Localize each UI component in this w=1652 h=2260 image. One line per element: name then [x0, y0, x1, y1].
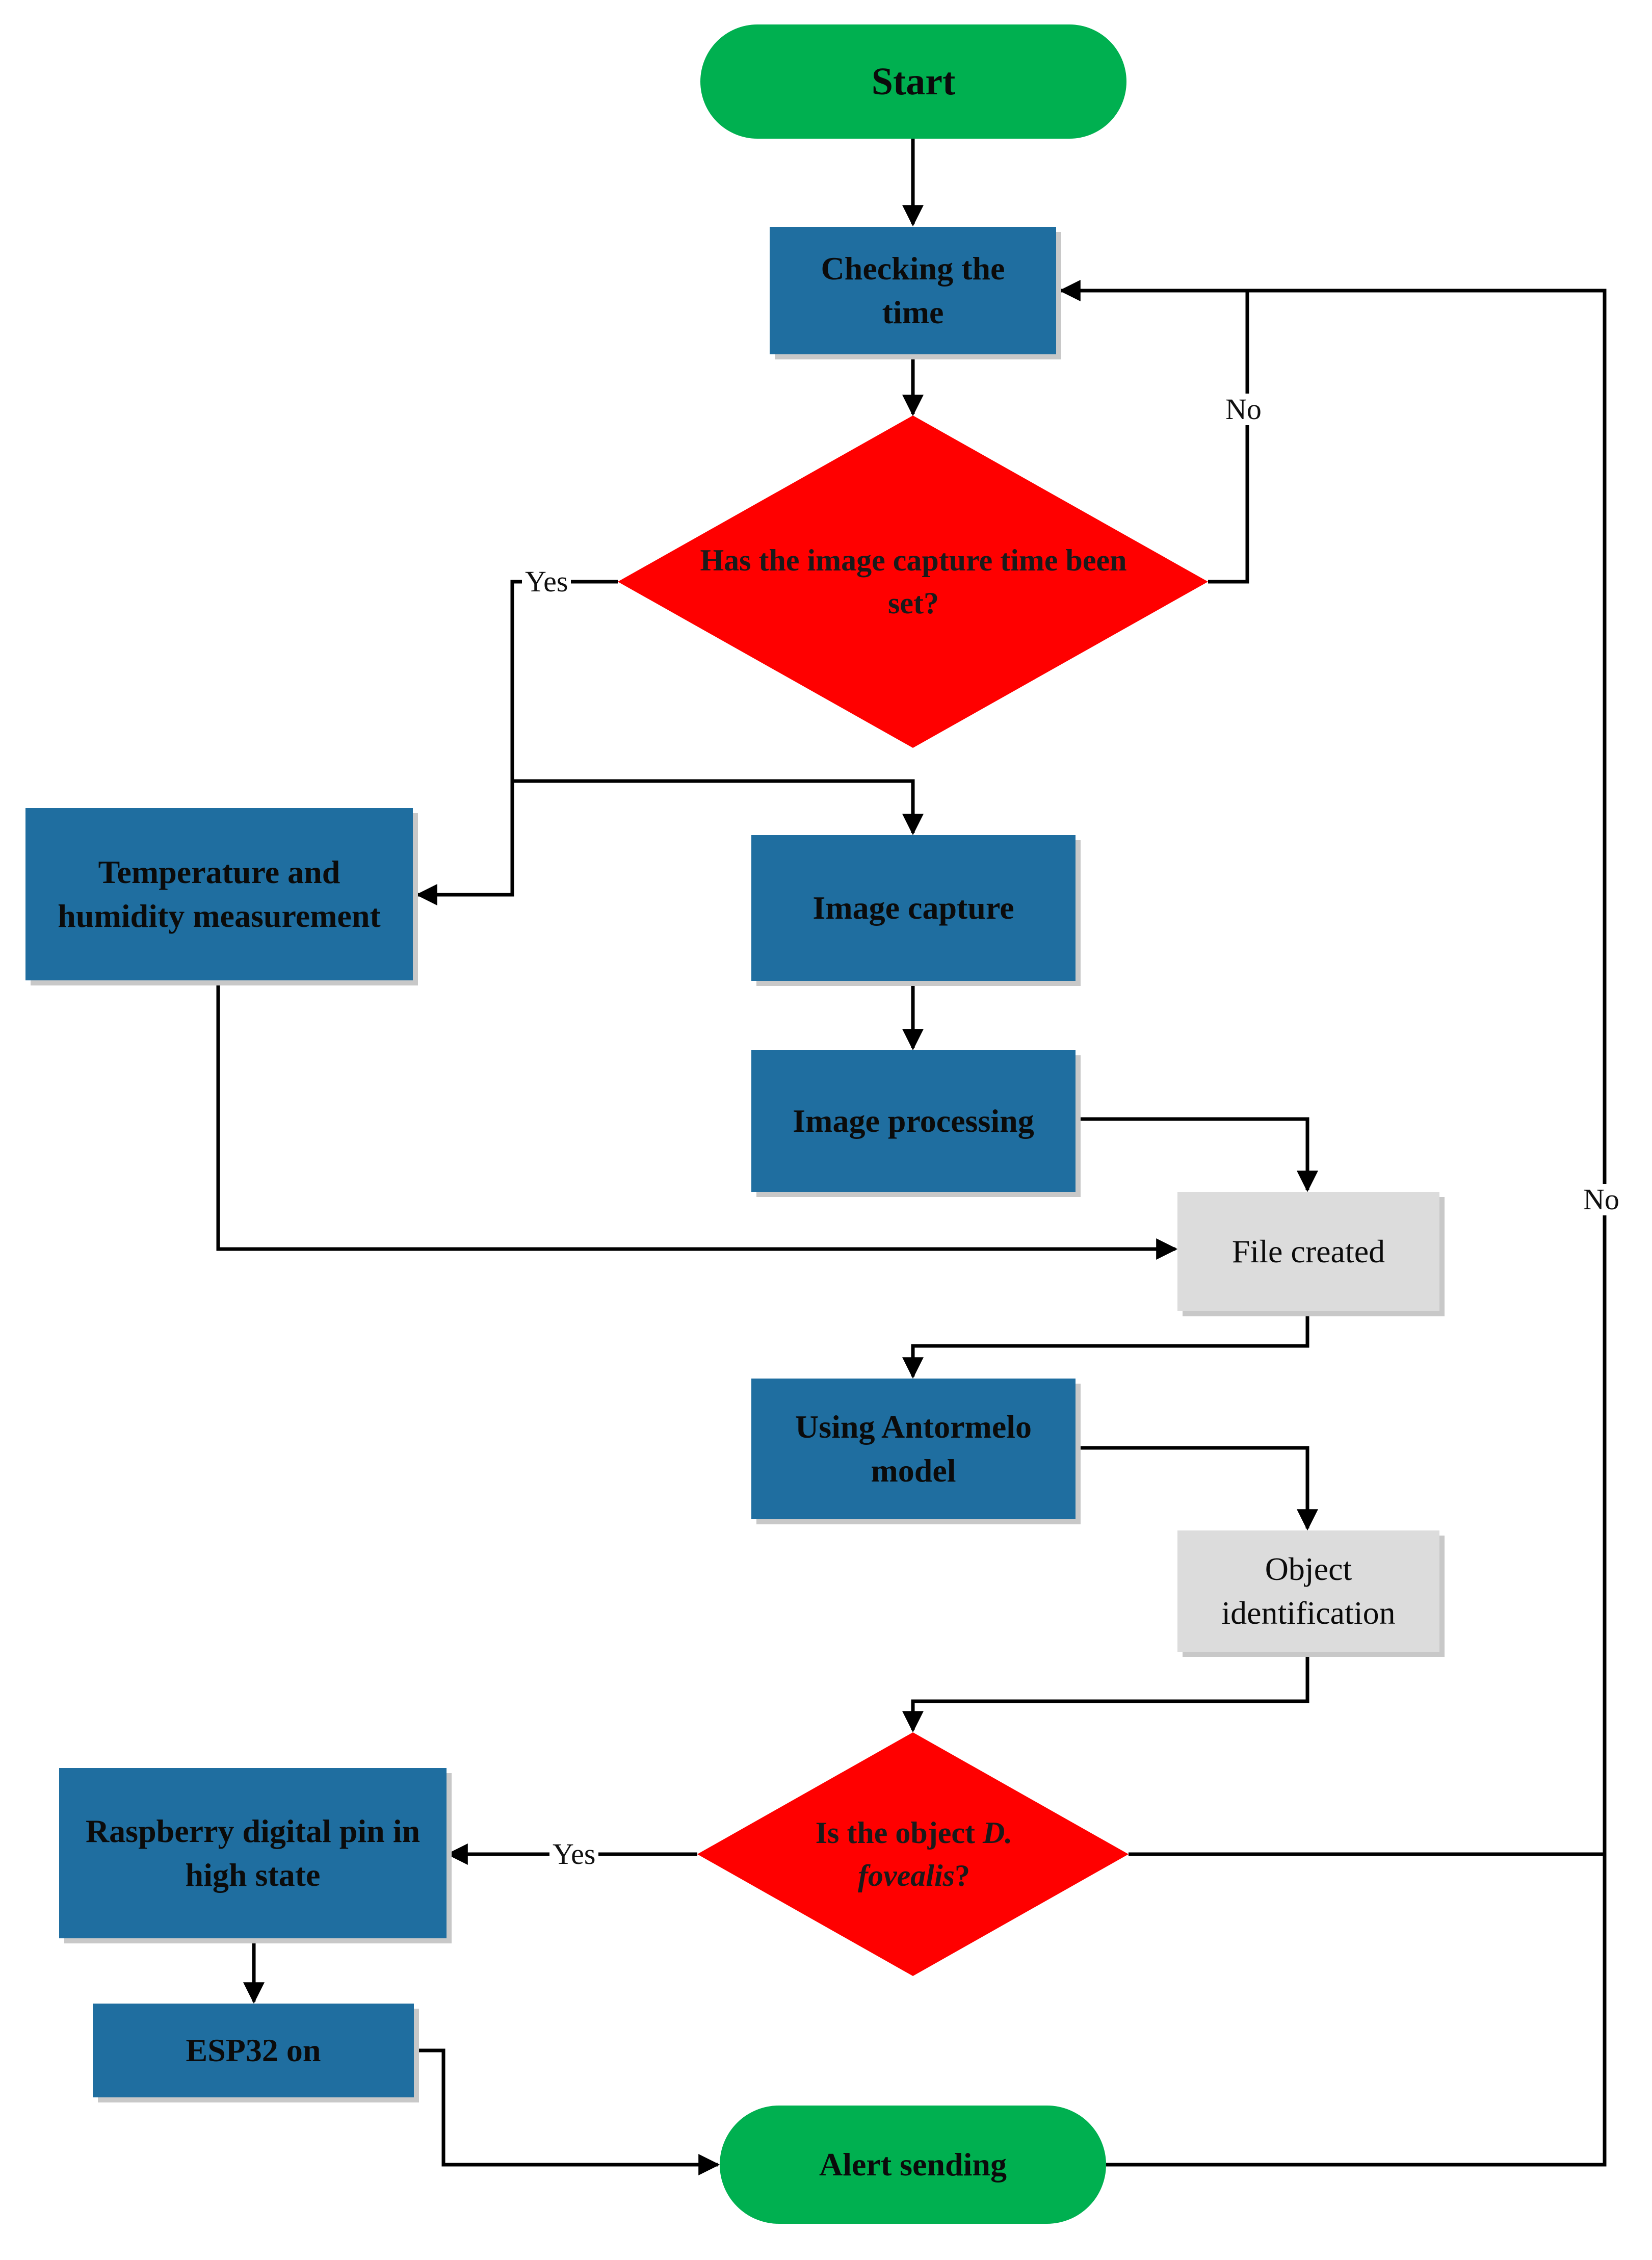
image-processing-label: Image processing — [793, 1103, 1034, 1139]
alert-sending-terminal: Alert sending — [720, 2106, 1106, 2224]
decision-diamond-capture-time — [618, 415, 1208, 748]
data-file-created: File created — [1177, 1192, 1439, 1311]
decision-capture-time-text-box: Has the image capture time been set? — [689, 531, 1138, 633]
edge-label-no-capture: No — [1222, 394, 1265, 425]
decision-object-text-box: Is the object D. fovealis? — [758, 1803, 1069, 1905]
data-object-identification: Object identification — [1177, 1530, 1439, 1652]
edge-label-yes-capture: Yes — [522, 566, 571, 598]
start-terminal: Start — [700, 24, 1126, 139]
edge-processing-to-file — [1076, 1117, 1318, 1192]
process-checking-time: Checking the time — [770, 227, 1056, 354]
temperature-humidity-label: Temperature and humidity measurement — [58, 854, 381, 934]
decision-object-species: D. fovealis — [858, 1816, 1013, 1892]
antormelo-model-label: Using Antormelo model — [795, 1409, 1032, 1489]
edge-esp32-to-alert — [414, 2048, 720, 2175]
process-temperature-humidity: Temperature and humidity measurement — [25, 808, 413, 980]
edge-temperature-to-file — [216, 981, 1178, 1260]
process-raspberry-pin: Raspberry digital pin in high state — [59, 1768, 447, 1938]
edge-file-to-model — [902, 1311, 1309, 1379]
process-esp32-on: ESP32 on — [93, 2004, 414, 2097]
process-image-processing: Image processing — [751, 1050, 1076, 1192]
edge-label-yes-object: Yes — [549, 1838, 599, 1870]
start-label: Start — [871, 60, 956, 103]
image-capture-label: Image capture — [812, 890, 1014, 926]
checking-time-label: Checking the time — [821, 250, 1005, 330]
raspberry-pin-label: Raspberry digital pin in high state — [85, 1813, 421, 1893]
edge-decision-yes-to-temperature — [415, 580, 618, 905]
decision-object-prefix: Is the object — [815, 1816, 983, 1850]
edge-label-no-object: No — [1580, 1184, 1622, 1215]
process-image-capture: Image capture — [751, 835, 1076, 981]
edge-decision-no-loop — [1059, 280, 1249, 584]
edge-alert-loop — [1106, 1854, 1607, 2167]
object-identification-label: Object identification — [1221, 1551, 1396, 1631]
edge-yes-to-image-capture — [512, 779, 924, 836]
alert-sending-label: Alert sending — [819, 2146, 1007, 2183]
decision-object-label: Is the object D. fovealis? — [781, 1811, 1046, 1897]
file-created-label: File created — [1231, 1233, 1385, 1269]
edge-model-to-identification — [1076, 1446, 1318, 1531]
esp32-on-label: ESP32 on — [186, 2032, 321, 2068]
decision-object-suffix: ? — [954, 1859, 970, 1892]
decision-capture-time-label: Has the image capture time been set? — [700, 543, 1127, 620]
decision-diamond-object — [697, 1732, 1129, 1976]
process-antormelo-model: Using Antormelo model — [751, 1379, 1076, 1519]
edge-identification-to-decision — [902, 1652, 1309, 1733]
edge-decision-no-to-check — [1129, 289, 1607, 1856]
